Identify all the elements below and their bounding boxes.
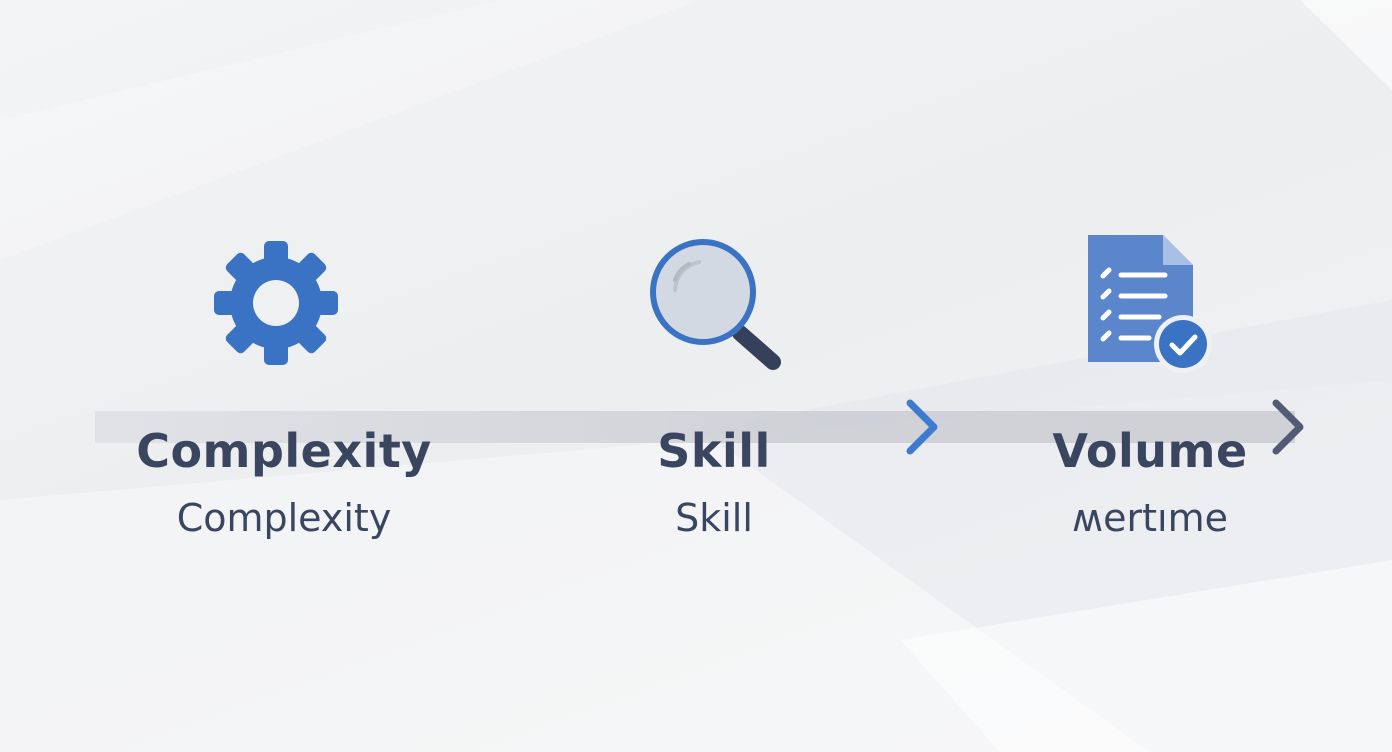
- step-title-complexity: Complexity: [136, 424, 432, 478]
- checklist-document-icon: [1088, 235, 1212, 373]
- chevron-right-icon: [906, 399, 938, 455]
- step-subtitle-skill: Skill: [675, 496, 753, 540]
- magnifier-icon: [650, 239, 781, 370]
- step-title-skill: Skill: [657, 424, 771, 478]
- chevron-right-icon: [1272, 399, 1304, 455]
- step-subtitle-complexity: Complexity: [176, 496, 392, 540]
- progress-track: [95, 411, 1295, 443]
- gear-icon: [214, 241, 338, 365]
- step-subtitle-volume: ʍertıme: [1072, 496, 1228, 540]
- step-title-volume: Volume: [1052, 424, 1248, 478]
